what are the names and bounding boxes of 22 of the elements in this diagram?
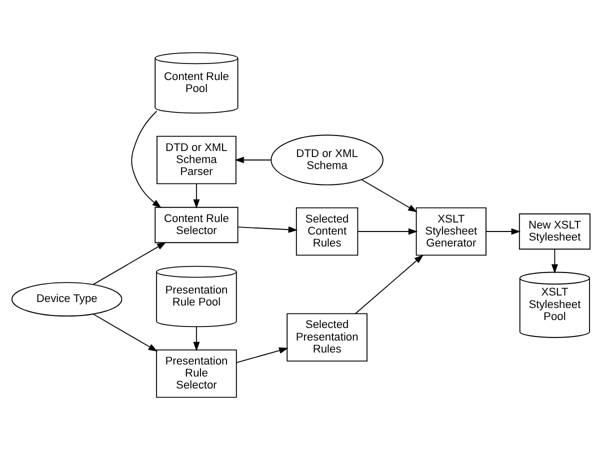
arrow bbox=[193, 184, 200, 209]
node-box: Selected Presentation Rules bbox=[286, 313, 368, 362]
node-box: New XSLT Stylesheet bbox=[518, 213, 590, 250]
arrow bbox=[131, 110, 162, 208]
arrow bbox=[357, 228, 418, 235]
node-ellipse: Device Type bbox=[11, 282, 122, 316]
node-box: Selected Content Rules bbox=[296, 207, 358, 256]
arrow bbox=[234, 156, 272, 164]
arrow bbox=[92, 314, 158, 352]
arrow bbox=[361, 179, 418, 212]
node-ellipse: DTD or XML Schema bbox=[270, 134, 384, 186]
arrow bbox=[486, 228, 521, 235]
arrow bbox=[238, 226, 298, 233]
arrow bbox=[551, 248, 558, 274]
arrow bbox=[92, 242, 166, 285]
arrow bbox=[354, 254, 424, 314]
node-box: Presentation Rule Selector bbox=[156, 349, 237, 398]
node-box: DTD or XML Schema Parser bbox=[156, 136, 236, 184]
node-box: Content Rule Selector bbox=[154, 206, 238, 244]
arrow bbox=[193, 326, 200, 352]
node-box: XSLT Stylesheet Generator bbox=[416, 207, 486, 256]
arrow bbox=[236, 347, 288, 363]
